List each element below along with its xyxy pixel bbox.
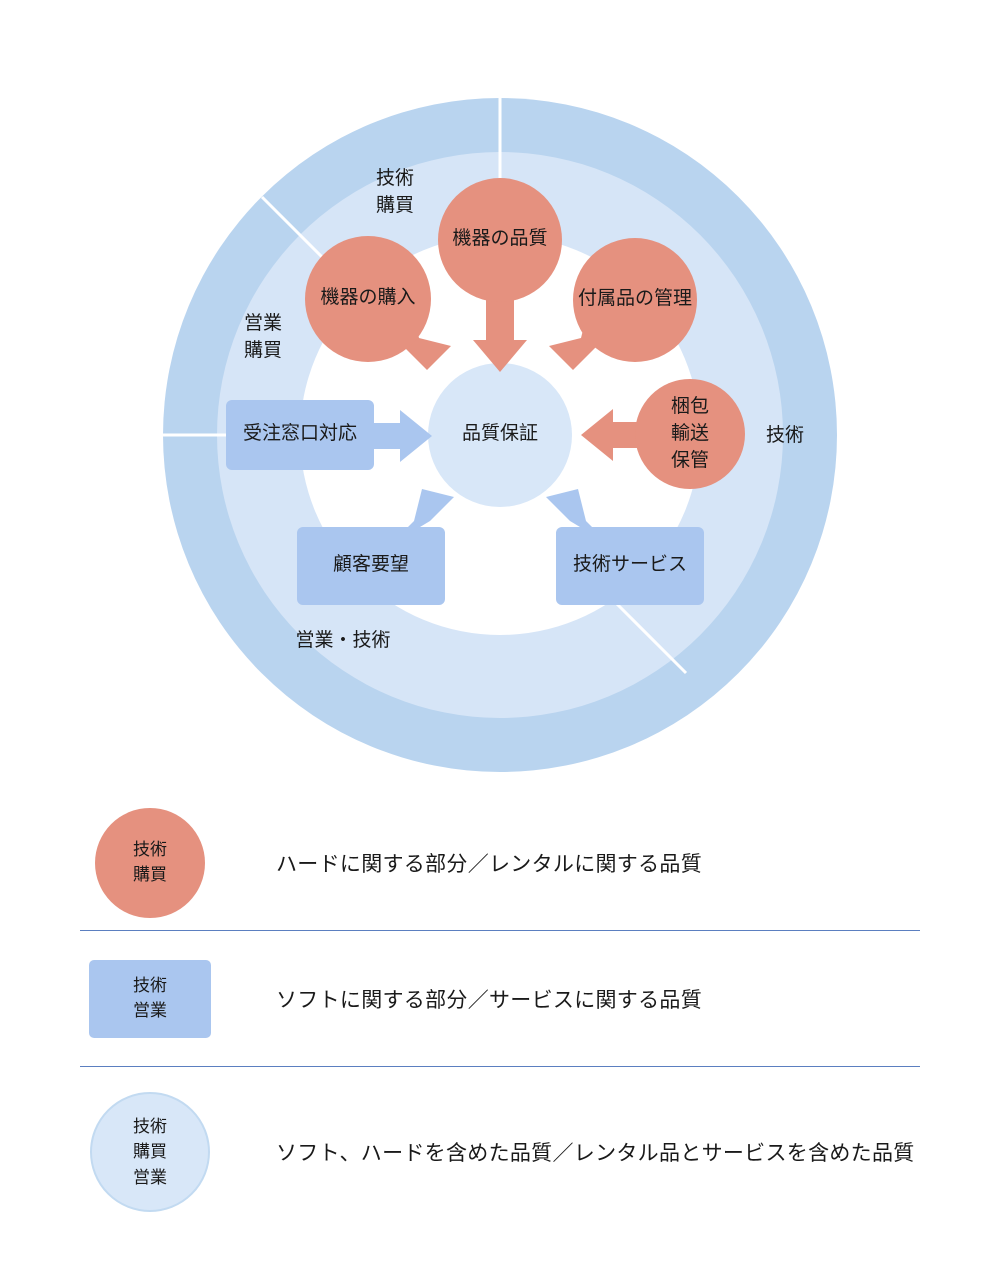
arrow-equipment-quality [473,300,527,372]
legend-swatch: 技術 購買 [88,807,212,918]
legend-row: 技術 購買 ハードに関する部分／レンタルに関する品質 [0,795,1000,930]
box-customer-request [297,527,445,605]
center-circle [428,363,572,507]
box-technical-service [556,527,704,605]
legend-swatch-circle-red: 技術 購買 [95,807,205,918]
quality-assurance-diagram: 技術 購買 営業 購買 技術 営業・技術 品質保証 機器の購入 機器の品質 付属… [163,98,837,772]
legend-swatch: 技術 購買 営業 [88,1092,212,1212]
circle-equipment-purchase [305,236,431,362]
legend-row: 技術 購買 営業 ソフト、ハードを含めた品質／レンタル品とサービスを含めた品質 [0,1067,1000,1237]
legend-swatch-circle-light: 技術 購買 営業 [90,1092,210,1212]
arrow-packing [581,409,651,461]
red-circles [305,178,745,489]
separator-lower-right [615,602,688,675]
blue-boxes [226,400,704,605]
legend-description: ハードに関する部分／レンタルに関する品質 [276,852,702,876]
legend-description: ソフトに関する部分／サービスに関する品質 [276,988,702,1012]
separator-upper-left [260,195,332,267]
legend-divider [80,930,920,931]
red-arrows [387,300,651,461]
arrow-order-desk [372,410,432,462]
legend-description: ソフト、ハードを含めた品質／レンタル品とサービスを含めた品質 [276,1142,915,1165]
legend-row: 技術 営業 ソフトに関する部分／サービスに関する品質 [0,931,1000,1066]
legend-swatch-rect-blue: 技術 営業 [89,959,211,1038]
legend-divider [80,1066,920,1067]
circle-equipment-quality [438,178,562,302]
legend-swatch: 技術 営業 [88,959,212,1038]
circle-accessory-management [573,238,697,362]
diagram-canvas [163,98,837,772]
circle-packing-transport-storage [635,379,745,489]
box-order-desk-response [226,400,374,470]
legend: 技術 購買 ハードに関する部分／レンタルに関する品質 技術 営業 ソフトに関する… [0,795,1000,1237]
